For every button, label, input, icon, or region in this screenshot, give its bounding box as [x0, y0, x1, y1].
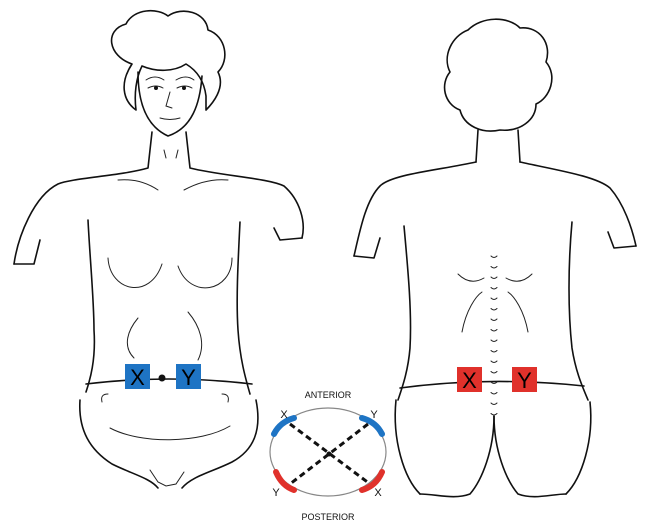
vertebra-mark: [491, 267, 497, 269]
vertebra-mark: [491, 298, 497, 300]
front-hair: [112, 11, 225, 110]
vertebra-mark: [491, 277, 497, 279]
cs-bottom-left-label: Y: [272, 487, 280, 499]
back-hair: [445, 19, 552, 131]
vertebra-mark: [491, 309, 497, 311]
vertebra-mark: [491, 330, 497, 332]
cross-section-diagram: ANTERIOR X Y Y X POSTERIOR: [270, 390, 386, 522]
back-body-figure: [354, 19, 636, 496]
vertebra-mark: [491, 414, 497, 416]
vertebra-mark: [491, 372, 497, 374]
front-pad-y-label: Y: [181, 365, 196, 390]
vertebra-mark: [491, 361, 497, 363]
spine-markers: [491, 256, 497, 415]
vertebra-mark: [491, 256, 497, 258]
back-pad-y-label: Y: [517, 368, 532, 393]
back-pad-x-label: X: [462, 368, 477, 393]
cs-bottom-right-label: X: [374, 487, 382, 499]
vertebra-mark: [491, 288, 497, 290]
vertebra-mark: [491, 319, 497, 321]
anterior-label: ANTERIOR: [305, 390, 352, 400]
front-face: [138, 72, 202, 136]
posterior-label: POSTERIOR: [301, 512, 355, 522]
vertebra-mark: [491, 340, 497, 342]
cs-top-right-label: Y: [370, 409, 378, 421]
vertebra-mark: [491, 393, 497, 395]
front-pad-x-label: X: [130, 365, 145, 390]
front-body-figure: [14, 11, 303, 488]
cs-top-left-label: X: [280, 409, 288, 421]
back-electrode-pads: X Y: [457, 367, 537, 393]
front-electrode-pads: X Y: [125, 364, 201, 390]
vertebra-mark: [491, 351, 497, 353]
navel-marker: [159, 375, 166, 382]
vertebra-mark: [491, 403, 497, 405]
